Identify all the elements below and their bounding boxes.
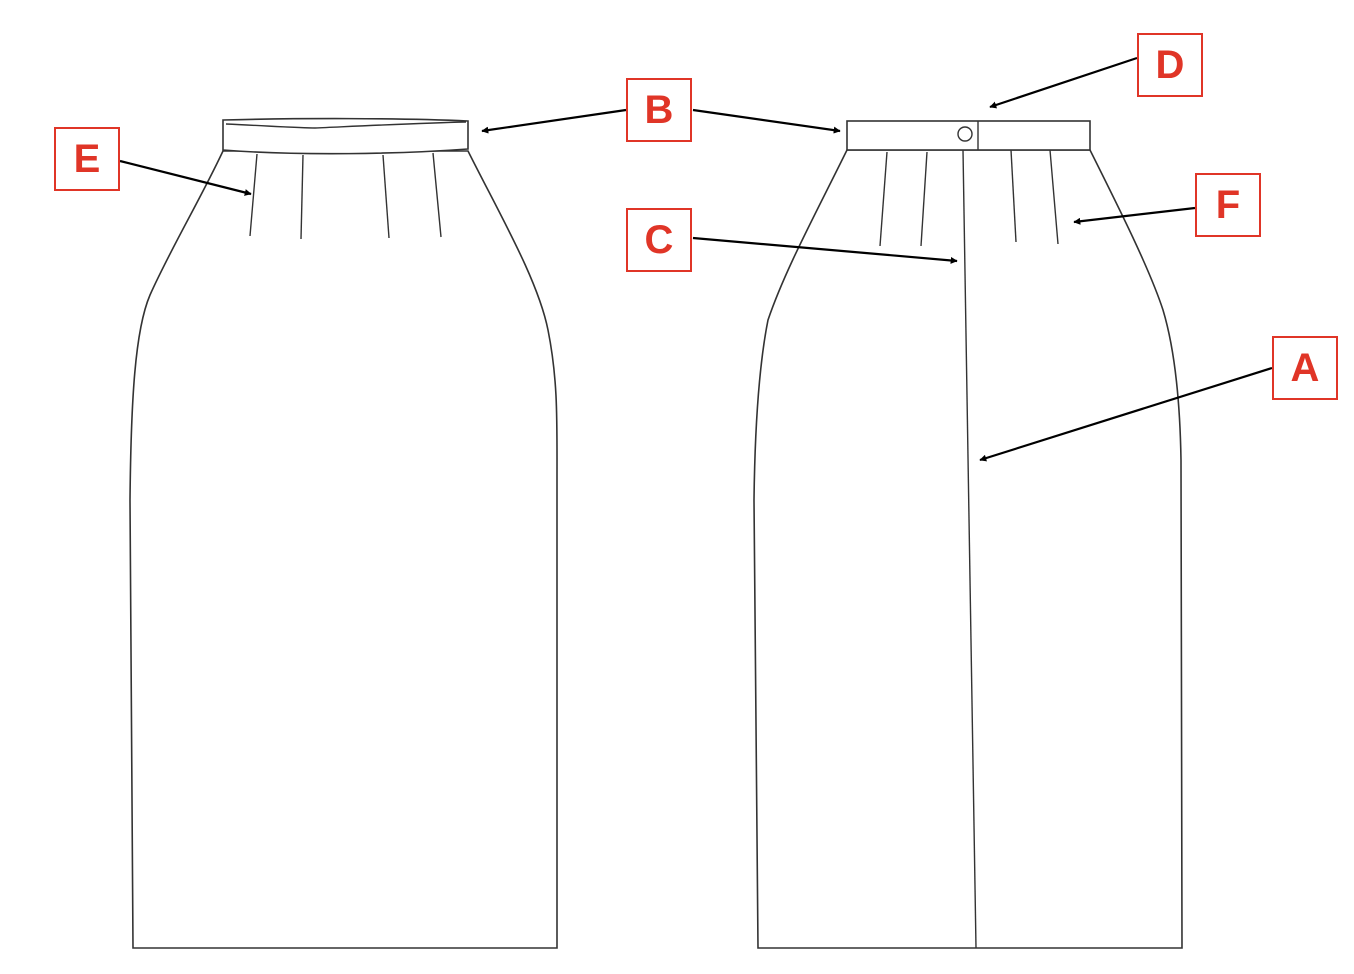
back-waistband [846,120,1091,151]
label-d: D [1137,33,1203,97]
back-dart-2 [920,151,928,247]
front-waistband [222,117,469,155]
button-icon [957,126,973,142]
arrow-b-right [692,108,841,134]
front-dart-1 [249,153,258,237]
back-skirt-body [753,149,1183,949]
front-waistband-top-curve [225,121,467,129]
back-skirt [753,120,1183,949]
arrow-f [1073,206,1196,225]
label-b: B [626,78,692,142]
arrow-b-left [481,108,627,134]
back-dart-4 [1049,149,1059,245]
arrow-e [119,159,252,196]
arrow-c [692,236,958,264]
arrow-d [989,56,1138,109]
back-dart-1 [879,151,888,247]
label-c: C [626,208,692,272]
front-dart-4 [432,152,442,238]
front-dart-2 [300,154,304,240]
center-back-seam [962,149,977,949]
front-skirt-body [129,150,558,949]
back-dart-3 [1010,149,1017,243]
label-a: A [1272,336,1338,400]
label-f: F [1195,173,1261,237]
callout-arrows [119,56,1273,462]
front-dart-3 [382,154,390,239]
label-e: E [54,127,120,191]
front-skirt [129,117,558,949]
arrow-a [979,366,1273,462]
